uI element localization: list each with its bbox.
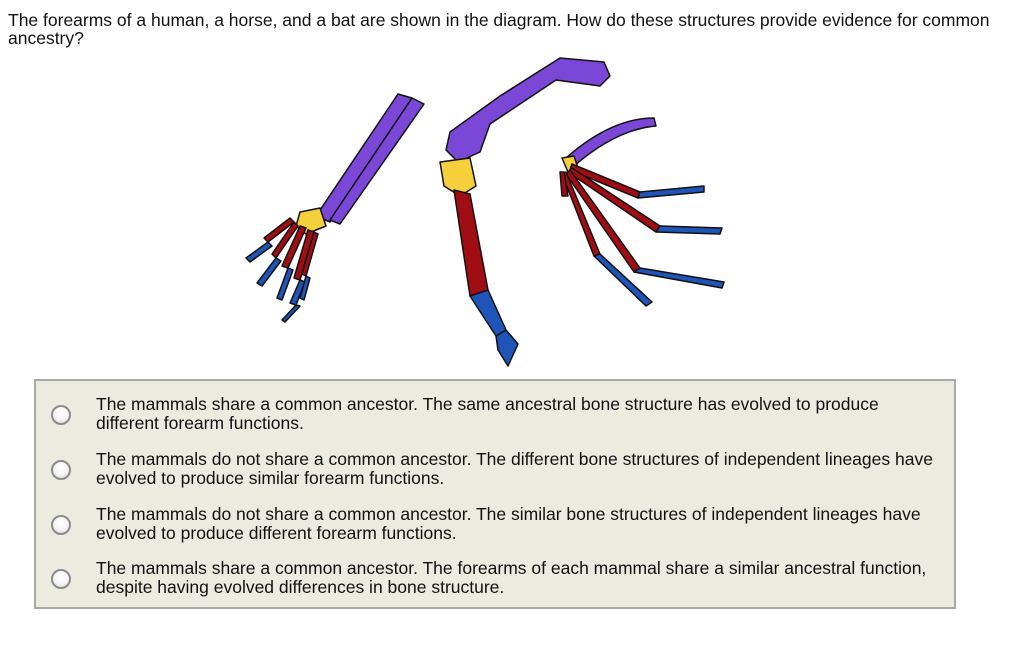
radio-button[interactable] <box>51 405 71 425</box>
answer-option-1[interactable]: The mammals share a common ancestor. The… <box>36 383 954 435</box>
radio-button[interactable] <box>51 515 71 535</box>
forearm-diagram <box>245 57 725 367</box>
human-forearm <box>245 93 425 323</box>
answer-options: The mammals share a common ancestor. The… <box>34 379 956 609</box>
option-text: The mammals do not share a common ancest… <box>96 449 933 488</box>
horse-forearm <box>439 57 611 367</box>
option-text: The mammals do not share a common ancest… <box>96 504 921 543</box>
answer-option-3[interactable]: The mammals do not share a common ancest… <box>36 493 954 545</box>
radio-button[interactable] <box>51 460 71 480</box>
radio-button[interactable] <box>51 569 71 589</box>
bat-forearm <box>559 117 725 307</box>
option-text: The mammals share a common ancestor. The… <box>96 394 879 433</box>
option-text: The mammals share a common ancestor. The… <box>96 558 927 597</box>
question-text: The forearms of a human, a horse, and a … <box>8 10 990 48</box>
answer-option-4[interactable]: The mammals share a common ancestor. The… <box>36 547 954 599</box>
answer-option-2[interactable]: The mammals do not share a common ancest… <box>36 438 954 490</box>
